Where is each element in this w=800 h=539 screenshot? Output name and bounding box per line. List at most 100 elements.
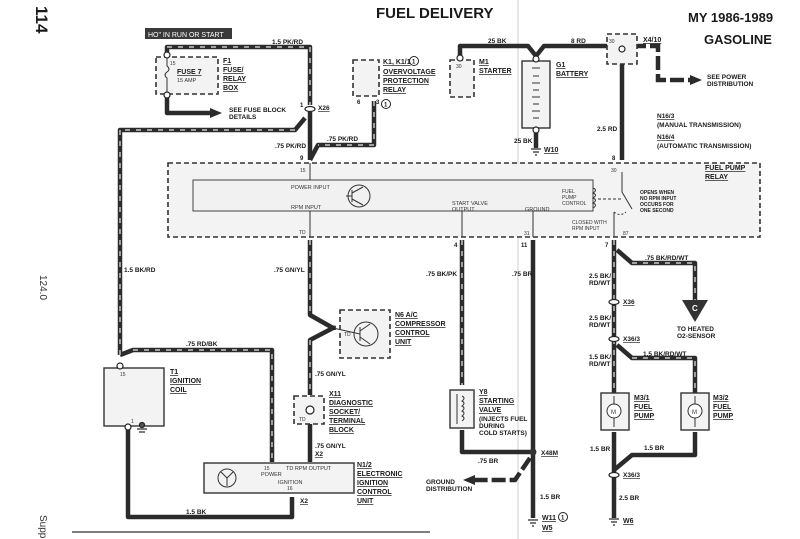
t1-ignition-coil[interactable]: 15 1 [103,362,165,431]
relay-rpm-input: RPM INPUT [291,205,322,211]
n1-2-name-1: ELECTRONIC [357,471,403,478]
m3-2-id: M3/2 [713,395,729,402]
x11-diagnostic-socket[interactable]: TD [293,395,325,425]
f1-id: F1 [223,58,231,65]
heated-o2-2: O2-SENSOR [677,333,716,340]
diagram-title: FUEL DELIVERY [376,5,494,22]
x26-label: X26 [318,105,330,112]
m3-1-fuel-pump[interactable]: M [600,392,630,431]
conn-pin-8: 8 [612,156,616,162]
wire-label: 1.5 BR [540,494,561,501]
wire-label: .75 BK/PK [426,271,457,278]
f1-fuse-relay-box[interactable]: 15 FUSE 7 15 AMP [155,51,219,99]
ground-dist-2: DISTRIBUTION [426,486,473,493]
n1-2-name-4: UNIT [357,498,374,505]
svg-text:15: 15 [120,372,126,378]
m3-2-name-2: PUMP [713,413,734,420]
wire-label: 1.5 BK [186,509,207,516]
n16-3-label: N16/3 [657,113,675,120]
wire-label: 1.5 BK/ [589,354,611,361]
x26-connector[interactable] [304,105,316,113]
wire-highlights [119,46,696,462]
fuse-ref-1: SEE FUSE BLOCK [229,107,286,114]
connector-c-label: C [692,304,698,313]
relay-pin-87: 87 [623,231,629,237]
n1-2-name-3: CONTROL [357,489,392,496]
fuse-ref-2: DETAILS [229,114,257,121]
wire-x4-10-ref [632,43,690,83]
wire-label: .75 BK/RD/WT [645,255,688,262]
wire-label: 1.5 BK/RD/WT [643,351,686,358]
wire-8rd [534,43,612,58]
x36-label: X36 [623,299,635,306]
wire-label: 2.5 RD [597,126,618,133]
power-source-label: HO" IN RUN OR START [148,32,224,39]
x48m-splice[interactable] [529,448,537,456]
svg-text:15: 15 [170,61,176,67]
wire-label: 8 RD [571,38,586,45]
x2-upper-label: X2 [315,451,323,458]
relay-pin-31: 31 [524,231,530,237]
x4-10-terminal [618,45,626,53]
wire-label: 25 BK [514,138,533,145]
n16-4-label: N16/4 [657,134,675,141]
k1-name-3: RELAY [383,87,406,94]
wire-label: 2.5 BK/ [589,273,611,280]
n1-2-ignition-control-unit[interactable]: 15 POWER TD RPM OUTPUT IGNITION 16 [203,462,355,494]
svg-text:1: 1 [131,419,134,425]
x36-3-connector-a[interactable] [608,335,620,343]
w6-label: W6 [623,518,634,525]
x11-id: X11 [329,391,341,398]
g1-battery[interactable] [521,55,551,134]
k1-note-icon [409,56,419,66]
fuel-pump-relay-name-2: RELAY [705,174,728,181]
y8-starting-valve[interactable] [449,389,475,429]
ground-dist-1: GROUND [426,479,455,486]
y8-name-4: DURING [479,423,505,430]
n6-name-1: COMPRESSOR [395,321,446,328]
x36-3-connector-b[interactable] [608,471,620,479]
m1-starter[interactable] [449,59,475,98]
n6-ac-compressor-unit[interactable]: TD [332,309,391,359]
y8-name-5: COLD STARTS) [479,430,527,437]
conn-pin-9: 9 [300,156,304,162]
t1-name-2: COIL [170,387,187,394]
w11-ground-icon [528,519,538,527]
wire-label: 1.5 BK/RD [124,267,156,274]
w10-ground-icon [531,148,541,156]
k1-overvoltage-relay[interactable] [352,59,380,97]
wire-1-5-pkrd [164,44,313,105]
m3-2-fuel-pump[interactable]: M [680,392,710,431]
svg-text:15: 15 [264,466,270,472]
wire-label: RD/WT [589,280,610,287]
n6-name-3: UNIT [395,339,412,346]
svg-text:15 AMP: 15 AMP [177,78,197,84]
k1-pin-3: 3 [376,100,380,106]
wire-25bk-top [457,43,538,58]
m3-2-name-1: FUEL [713,404,732,411]
wire-ground-dist [475,456,532,483]
relay-pin-td: TD [299,230,306,236]
relay-pin-30: 30 [611,168,617,174]
svg-text:IGNITION: IGNITION [278,480,302,486]
wire-label: .75 BR [478,458,499,465]
k1-name-1: OVERVOLTAGE [383,69,436,76]
power-dist-arrow-icon [690,75,702,85]
n6-pin: 2 [333,326,337,332]
fuel-type: GASOLINE [704,32,772,47]
ground-dist-arrow-icon [463,475,475,485]
svg-text:M: M [611,410,616,416]
n16-3-desc: (MANUAL TRANSMISSION) [657,122,741,129]
x11-name-4: BLOCK [329,427,354,434]
svg-text:TD: TD [299,417,306,423]
y8-name-2: VALVE [479,407,502,414]
wire-label: 2.5 BR [619,495,640,502]
x36-connector[interactable] [608,298,620,306]
fuel-pump-relay[interactable] [167,162,761,238]
conn-pin-11: 11 [521,243,528,249]
n1-2-id: N1/2 [357,462,372,469]
svg-text:TD RPM OUTPUT: TD RPM OUTPUT [286,466,332,472]
n6-name-2: CONTROL [395,330,430,337]
connector-c-icon[interactable] [682,300,708,322]
w11-note-icon [558,512,568,522]
